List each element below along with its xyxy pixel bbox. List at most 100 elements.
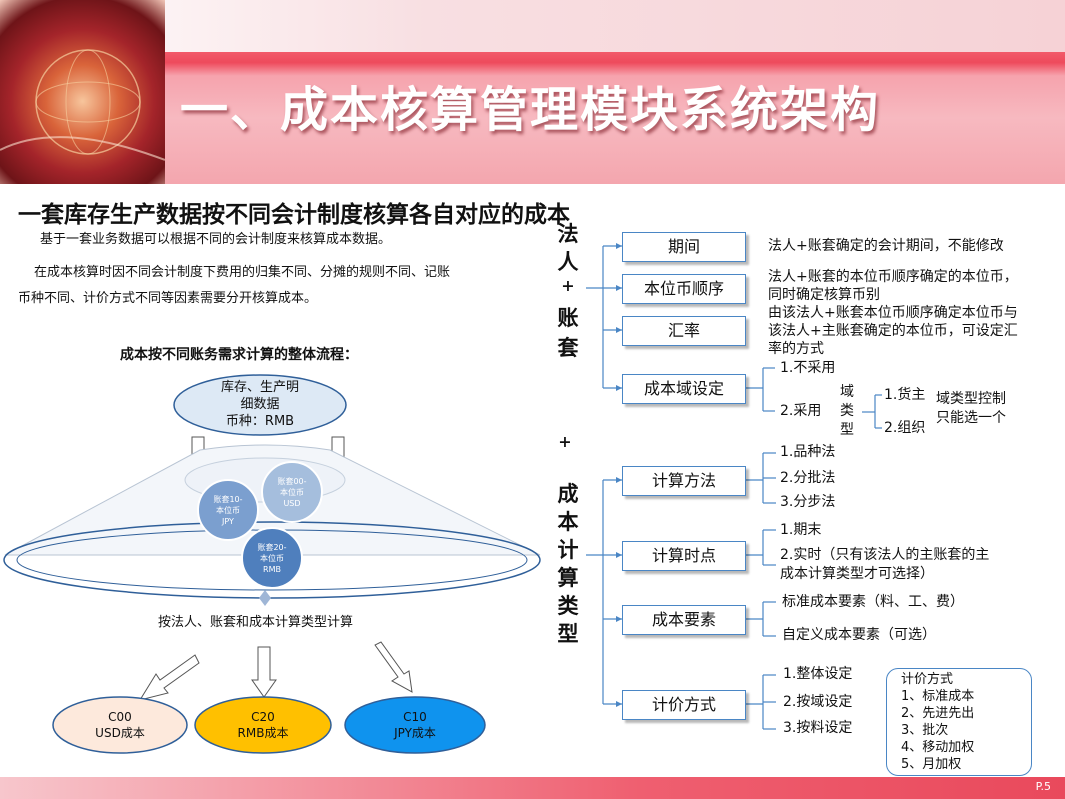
result-c00-shape <box>52 696 188 754</box>
box-period: 期间 <box>622 232 746 262</box>
source-node-line1: 库存、生产明 <box>220 380 299 395</box>
group1-char-1: 法 <box>557 221 579 246</box>
price-method-list: 计价方式 1、标准成本 2、先进先出 3、批次 4、移动加权 5、月加权 <box>886 668 1032 776</box>
cost-elements-item-2: 自定义成本要素（可选） <box>782 627 936 643</box>
calc-time-item-2-line2: 成本计算类型才可选择） <box>780 566 934 582</box>
desc-rate-1: 由该法人+账套本位币顺序确定本位币与 <box>768 305 1018 321</box>
group1-char-3: + <box>561 276 575 295</box>
group2-char-4: 算 <box>557 565 579 590</box>
funnel-bottom-ellipse <box>3 521 541 599</box>
price-list-item-2: 2、先进先出 <box>901 706 975 721</box>
group1-char-2: 人 <box>557 249 579 274</box>
desc-rate-2: 该法人+主账套确定的本位币，可设定汇 <box>768 323 1018 339</box>
bubble-00-line2: 本位币 <box>280 488 304 497</box>
valuation-item-1: 1.整体设定 <box>783 666 853 682</box>
box-base-currency: 本位币顺序 <box>622 274 746 304</box>
desc-base-currency-2: 同时确定核算币别 <box>768 287 880 303</box>
calc-method-item-1: 1.品种法 <box>780 444 836 460</box>
box-calc-method: 计算方法 <box>622 466 746 496</box>
bubble-20-line3: RMB <box>263 565 281 574</box>
arrow-to-c10 <box>374 641 413 693</box>
bubble-20-line1: 账套20- <box>257 543 287 552</box>
result-c00-text: C00 USD成本 <box>70 709 170 741</box>
intro-paragraph-2-line1: 在成本核算时因不同会计制度下费用的归集不同、分摊的规则不同、记账 <box>34 265 451 280</box>
price-list-item-1: 1、标准成本 <box>901 689 975 704</box>
result-c20-text: C20 RMB成本 <box>213 709 313 741</box>
desc-base-currency-1: 法人+账套的本位币顺序确定的本位币， <box>768 269 1018 285</box>
calc-label: 按法人、账套和成本计算类型计算 <box>158 615 354 630</box>
domain-type-char-2: 类 <box>840 403 854 419</box>
domain-note1: 域类型控制 <box>936 391 1006 407</box>
domain-sub1: 1.货主 <box>884 387 926 403</box>
intro-paragraph-1: 基于一套业务数据可以根据不同的会计制度来核算成本数据。 <box>40 232 392 247</box>
box-calc-time: 计算时点 <box>622 541 746 571</box>
price-list-item-4: 4、移动加权 <box>901 740 975 755</box>
bubble-10-line2: 本位币 <box>216 506 240 515</box>
bubble-20 <box>241 527 303 589</box>
arrow-to-c00 <box>138 654 200 701</box>
page-title: 一、成本核算管理模块系统架构 <box>180 82 881 138</box>
footer-band <box>0 777 1065 799</box>
bubble-10 <box>197 479 259 541</box>
flow-diagram-graphics <box>3 374 541 754</box>
source-node-line3: 币种：RMB <box>225 414 295 429</box>
bubble-00-line3: USD <box>283 499 301 508</box>
calc-method-item-2: 2.分批法 <box>780 470 836 486</box>
group1-char-4: 账 <box>557 305 579 330</box>
result-c20-label: RMB成本 <box>237 726 289 740</box>
group2-char-6: 型 <box>557 621 579 646</box>
group2-char-3: 计 <box>557 537 579 562</box>
result-c00-code: C00 <box>108 710 132 724</box>
group2-char-2: 本 <box>557 509 579 534</box>
intro-paragraph-2-line2: 币种不同、计价方式不同等因素需要分开核算成本。 <box>18 291 318 306</box>
domain-type-char-1: 域 <box>840 384 854 400</box>
calc-method-item-3: 3.分步法 <box>780 494 836 510</box>
box-rate: 汇率 <box>622 316 746 346</box>
calc-time-item-2-line1: 2.实时（只有该法人的主账套的主 <box>780 547 990 563</box>
box-cost-elements: 成本要素 <box>622 605 746 635</box>
bubble-20-line2: 本位币 <box>260 554 284 563</box>
domain-note2: 只能选一个 <box>936 410 1006 426</box>
bubble-10-text: 账套10- 本位币 JPY <box>203 494 253 527</box>
box-valuation: 计价方式 <box>622 690 746 720</box>
group2-char-1: 成 <box>557 481 579 506</box>
domain-type-char-3: 型 <box>840 422 854 438</box>
globe-logo-image <box>0 0 165 184</box>
source-node-text: 库存、生产明 细数据 币种：RMB <box>195 379 325 430</box>
diamond-marker <box>259 590 271 606</box>
page-number: P.5 <box>1035 780 1051 793</box>
header-top-band <box>0 0 1065 52</box>
result-c10-text: C10 JPY成本 <box>365 709 465 741</box>
section-subtitle: 一套库存生产数据按不同会计制度核算各自对应的成本 <box>18 201 570 228</box>
group2-char-5: 类 <box>557 593 579 618</box>
bubble-00-text: 账套00- 本位币 USD <box>267 476 317 509</box>
price-list-title: 计价方式 <box>901 672 954 687</box>
header-title-band <box>0 52 1065 184</box>
group1-char-5: 套 <box>557 335 579 360</box>
source-node-line2: 细数据 <box>240 397 280 412</box>
valuation-item-3: 3.按料设定 <box>783 720 853 736</box>
result-c20-code: C20 <box>251 710 275 724</box>
bubble-10-line3: JPY <box>222 517 234 526</box>
desc-rate-3: 率的方式 <box>768 341 824 357</box>
flow-title: 成本按不同账务需求计算的整体流程： <box>120 347 358 363</box>
cost-domain-opt2: 2.采用 <box>780 403 822 419</box>
plus-sign: + <box>558 432 572 451</box>
price-list-item-5: 5、月加权 <box>901 757 962 772</box>
result-c10-code: C10 <box>403 710 427 724</box>
bubble-00-line1: 账套00- <box>277 477 307 486</box>
domain-sub2: 2.组织 <box>884 420 926 436</box>
bubble-10-line1: 账套10- <box>213 495 243 504</box>
source-node-shape <box>173 374 347 436</box>
desc-period: 法人+账套确定的会计期间，不能修改 <box>768 238 1004 254</box>
cost-domain-opt1: 1.不采用 <box>780 360 836 376</box>
arrow-to-c20 <box>251 646 277 698</box>
bubble-20-text: 账套20- 本位币 RMB <box>247 542 297 575</box>
valuation-item-2: 2.按域设定 <box>783 694 853 710</box>
calc-time-item-1: 1.期末 <box>780 522 822 538</box>
box-cost-domain: 成本域设定 <box>622 374 746 404</box>
result-c20-shape <box>194 696 332 754</box>
cost-elements-item-1: 标准成本要素（料、工、费） <box>782 594 964 610</box>
bubble-00 <box>261 461 323 523</box>
